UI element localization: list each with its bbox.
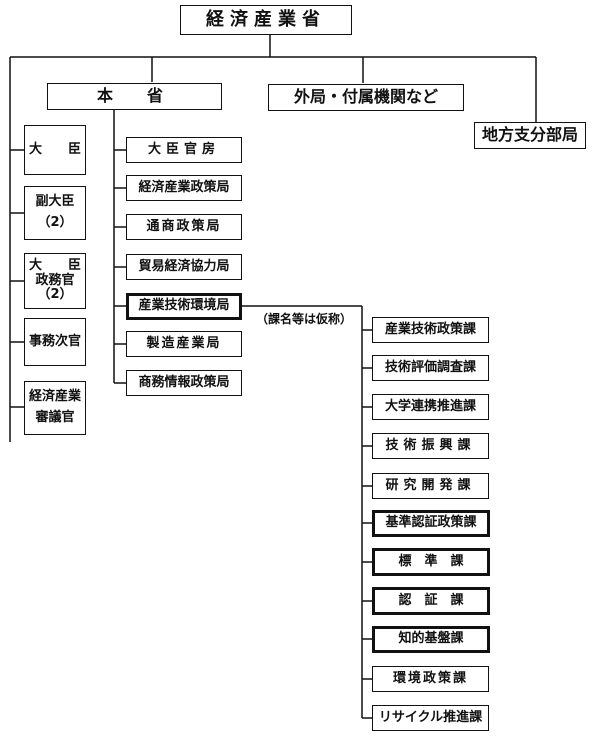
bureau-box: 製造産業局	[126, 331, 242, 357]
vice-minister-admin-label: 事務次官	[28, 333, 81, 349]
bureau-box: 通商政策局	[126, 214, 242, 240]
division-box: 技術評価調査課	[372, 355, 489, 381]
division-label: 標 準 課	[398, 553, 464, 569]
division-box: 技術振興課	[372, 433, 489, 459]
bureau-label: 大臣官房	[147, 141, 220, 157]
emphasized-division-box: 基準認証政策課	[372, 510, 490, 537]
regional-bureaus-box: 地方支分部局	[474, 122, 586, 149]
division-label: 基準認証政策課	[385, 515, 477, 531]
division-label: 認 証 課	[398, 592, 464, 608]
bureau-box: 大臣官房	[126, 137, 242, 163]
division-label: リサイクル推進課	[378, 709, 483, 725]
bureau-label: 製造産業局	[146, 335, 222, 351]
regional-bureaus-label: 地方支分部局	[481, 125, 578, 145]
division-label: 知的基盤課	[398, 631, 464, 647]
main-ministry-label: 本 省	[96, 86, 172, 106]
emphasized-division-box: 知的基盤課	[372, 626, 490, 653]
main-ministry-box: 本 省	[47, 83, 222, 110]
division-label: 技術評価調査課	[384, 359, 476, 375]
division-box: 研究開発課	[372, 473, 489, 499]
parliamentary-secretary-label-2: 政務官	[35, 272, 75, 288]
vice-minister-box: 副大臣 （2）	[24, 186, 86, 240]
bureau-box: 貿易経済協力局	[126, 254, 242, 280]
division-box: 環境政策課	[372, 666, 489, 692]
division-names-note: （課名等は仮称）	[256, 312, 353, 326]
ministry-title: 経済産業省	[180, 5, 352, 35]
vice-minister-label: 副大臣	[35, 194, 75, 210]
bureau-label: 商務情報政策局	[138, 374, 230, 390]
division-label: 大学連携推進課	[384, 398, 476, 414]
highlighted-bureau-box: 産業技術環境局	[126, 293, 242, 320]
deputy-minister-box: 経済産業 審議官	[24, 381, 86, 435]
external-agencies-label: 外局・付属機関など	[293, 87, 438, 107]
parliamentary-secretary-box: 大 臣 政務官 （2）	[24, 253, 86, 309]
bureau-label: 貿易経済協力局	[138, 258, 230, 274]
bureau-box: 経済産業政策局	[126, 175, 242, 201]
division-box: 大学連携推進課	[372, 394, 489, 420]
division-label: 研究開発課	[385, 477, 476, 493]
division-label: 環境政策課	[392, 670, 468, 686]
vice-minister-count: （2）	[37, 215, 73, 230]
division-label: 産業技術政策課	[384, 321, 476, 337]
minister-box: 大 臣	[24, 125, 86, 175]
division-label: 技術振興課	[385, 437, 476, 453]
deputy-minister-label-1: 経済産業	[28, 389, 81, 405]
emphasized-division-box: 認 証 課	[372, 587, 490, 615]
division-box: 産業技術政策課	[372, 317, 489, 343]
bureau-box: 商務情報政策局	[126, 370, 242, 396]
minister-label: 大 臣	[28, 141, 81, 157]
bureau-label: 通商政策局	[146, 218, 222, 234]
bureau-label: 経済産業政策局	[138, 179, 230, 195]
vice-minister-admin-box: 事務次官	[24, 318, 86, 366]
bureau-label: 産業技術環境局	[138, 298, 230, 314]
external-agencies-box: 外局・付属機関など	[268, 84, 464, 111]
ministry-title-text: 経済産業省	[206, 8, 326, 30]
emphasized-division-box: 標 準 課	[372, 548, 490, 576]
parliamentary-secretary-count: （2）	[37, 287, 73, 303]
division-box: リサイクル推進課	[372, 705, 489, 731]
deputy-minister-label-2: 審議官	[35, 410, 75, 425]
parliamentary-secretary-label-1: 大 臣	[28, 257, 81, 273]
